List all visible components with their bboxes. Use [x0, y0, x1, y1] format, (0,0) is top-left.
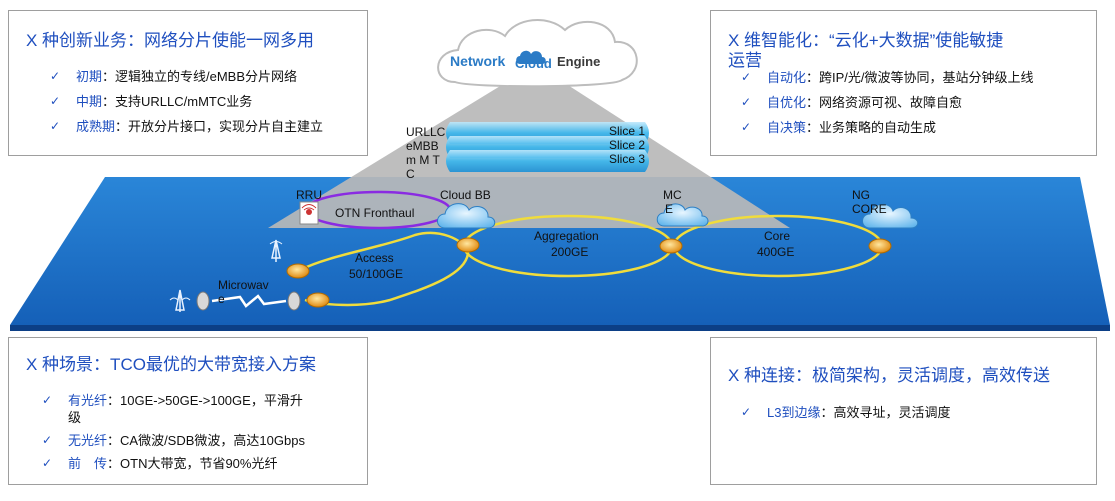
check-icon: ✓	[50, 94, 61, 108]
slice-stack	[446, 122, 649, 172]
cloud-engine-cloud-icon	[516, 50, 546, 64]
feature-list: ✓有光纤：10GE->50GE->100GE，平滑升级 ✓无光纤：CA微波/SD…	[42, 392, 352, 480]
slice-label: Slice 2	[609, 138, 645, 152]
panel-title: X 种场景：TCO最优的大带宽接入方案	[26, 355, 316, 374]
microwave-label: Microwav	[218, 278, 269, 292]
microwave-link-icon	[211, 294, 287, 308]
mce-label: MC	[663, 188, 682, 202]
router-node-icon	[868, 238, 892, 254]
aggregation-label: 200GE	[551, 245, 588, 259]
microwave-dish-icon	[287, 291, 301, 311]
ng-core-cloud-icon	[862, 203, 919, 229]
access-label: 50/100GE	[349, 267, 403, 281]
cloud-bb-label: Cloud BB	[440, 188, 491, 202]
panel-scenarios: X 种场景：TCO最优的大带宽接入方案 ✓有光纤：10GE->50GE->100…	[8, 337, 368, 485]
access-label: Access	[355, 251, 394, 265]
slice-type-label: C	[406, 167, 415, 181]
core-label: Core	[764, 229, 790, 243]
check-icon: ✓	[741, 120, 752, 134]
check-icon: ✓	[50, 119, 61, 133]
microwave-tower-icon	[169, 289, 191, 312]
panel-title: X 种连接：极简架构，灵活调度，高效传送	[728, 366, 1051, 385]
check-icon: ✓	[741, 405, 752, 419]
list-item: ✓自优化：网络资源可视、故障自愈	[741, 95, 963, 110]
slice-type-label: eMBB	[406, 139, 439, 153]
check-icon: ✓	[42, 393, 53, 407]
feature-list: ✓自动化：跨IP/光/微波等协同，基站分钟级上线 ✓自优化：网络资源可视、故障自…	[741, 69, 1034, 144]
base-station-icon	[269, 239, 283, 262]
cloud-bb-icon	[437, 203, 496, 229]
list-item: ✓中期：支持URLLC/mMTC业务	[50, 94, 253, 109]
check-icon: ✓	[42, 433, 53, 447]
ng-core-label: NG	[852, 188, 870, 202]
cloud-engine-word2: Cloud	[515, 56, 552, 71]
panel-connections: X 种连接：极简架构，灵活调度，高效传送 ✓L3到边缘：高效寻址，灵活调度	[710, 337, 1097, 485]
check-icon: ✓	[741, 95, 752, 109]
router-node-icon	[456, 237, 480, 253]
ng-core-label: CORE	[852, 202, 887, 216]
core-label: 400GE	[757, 245, 794, 259]
list-item: ✓有光纤：10GE->50GE->100GE，平滑升级	[42, 393, 303, 425]
list-item: ✓初期：逻辑独立的专线/eMBB分片网络	[50, 69, 298, 84]
router-node-icon	[286, 263, 310, 279]
list-item: ✓前 传：OTN大带宽，节省90%光纤	[42, 456, 278, 471]
list-item: ✓无光纤：CA微波/SDB微波，高达10Gbps	[42, 433, 305, 448]
check-icon: ✓	[50, 69, 61, 83]
feature-list: ✓L3到边缘：高效寻址，灵活调度	[741, 404, 950, 429]
slice-type-label: m M T	[406, 153, 440, 167]
panel-title: X 维智能化：“云化+大数据”使能敏捷	[728, 31, 1004, 50]
router-node-icon	[306, 292, 330, 308]
list-item: ✓成熟期：开放分片接口，实现分片自主建立	[50, 119, 324, 134]
slice-label: Slice 1	[609, 124, 645, 138]
list-item: ✓自动化：跨IP/光/微波等协同，基站分钟级上线	[741, 70, 1034, 85]
rru-label: RRU	[296, 188, 322, 202]
aggregation-label: Aggregation	[534, 229, 599, 243]
panel-innovative-services: X 种创新业务：网络分片使能一网多用 ✓初期：逻辑独立的专线/eMBB分片网络 …	[8, 10, 368, 156]
feature-list: ✓初期：逻辑独立的专线/eMBB分片网络 ✓中期：支持URLLC/mMTC业务 …	[50, 68, 323, 143]
panel-intelligence: X 维智能化：“云化+大数据”使能敏捷 运营 ✓自动化：跨IP/光/微波等协同，…	[710, 10, 1097, 156]
microwave-dish-icon	[196, 291, 210, 311]
cloud-engine-word3: Engine	[557, 54, 600, 69]
rru-icon	[299, 201, 319, 225]
check-icon: ✓	[741, 70, 752, 84]
mce-label: E	[665, 202, 673, 216]
check-icon: ✓	[42, 456, 53, 470]
cloud-engine-word1: Network	[450, 53, 505, 69]
panel-title: X 种创新业务：网络分片使能一网多用	[26, 31, 315, 50]
otn-fronthaul-label: OTN Fronthaul	[335, 206, 414, 220]
platform-edge	[10, 325, 1110, 331]
list-item: ✓L3到边缘：高效寻址，灵活调度	[741, 405, 951, 420]
panel-title-cont: 运营	[728, 51, 762, 70]
slice-label: Slice 3	[609, 152, 645, 166]
network-platform	[10, 177, 1110, 325]
slice-type-label: URLLC	[406, 125, 446, 139]
microwave-label: e	[218, 292, 225, 306]
router-node-icon	[659, 238, 683, 254]
list-item: ✓自决策：业务策略的自动生成	[741, 120, 937, 135]
mce-cloud-icon	[656, 203, 709, 227]
